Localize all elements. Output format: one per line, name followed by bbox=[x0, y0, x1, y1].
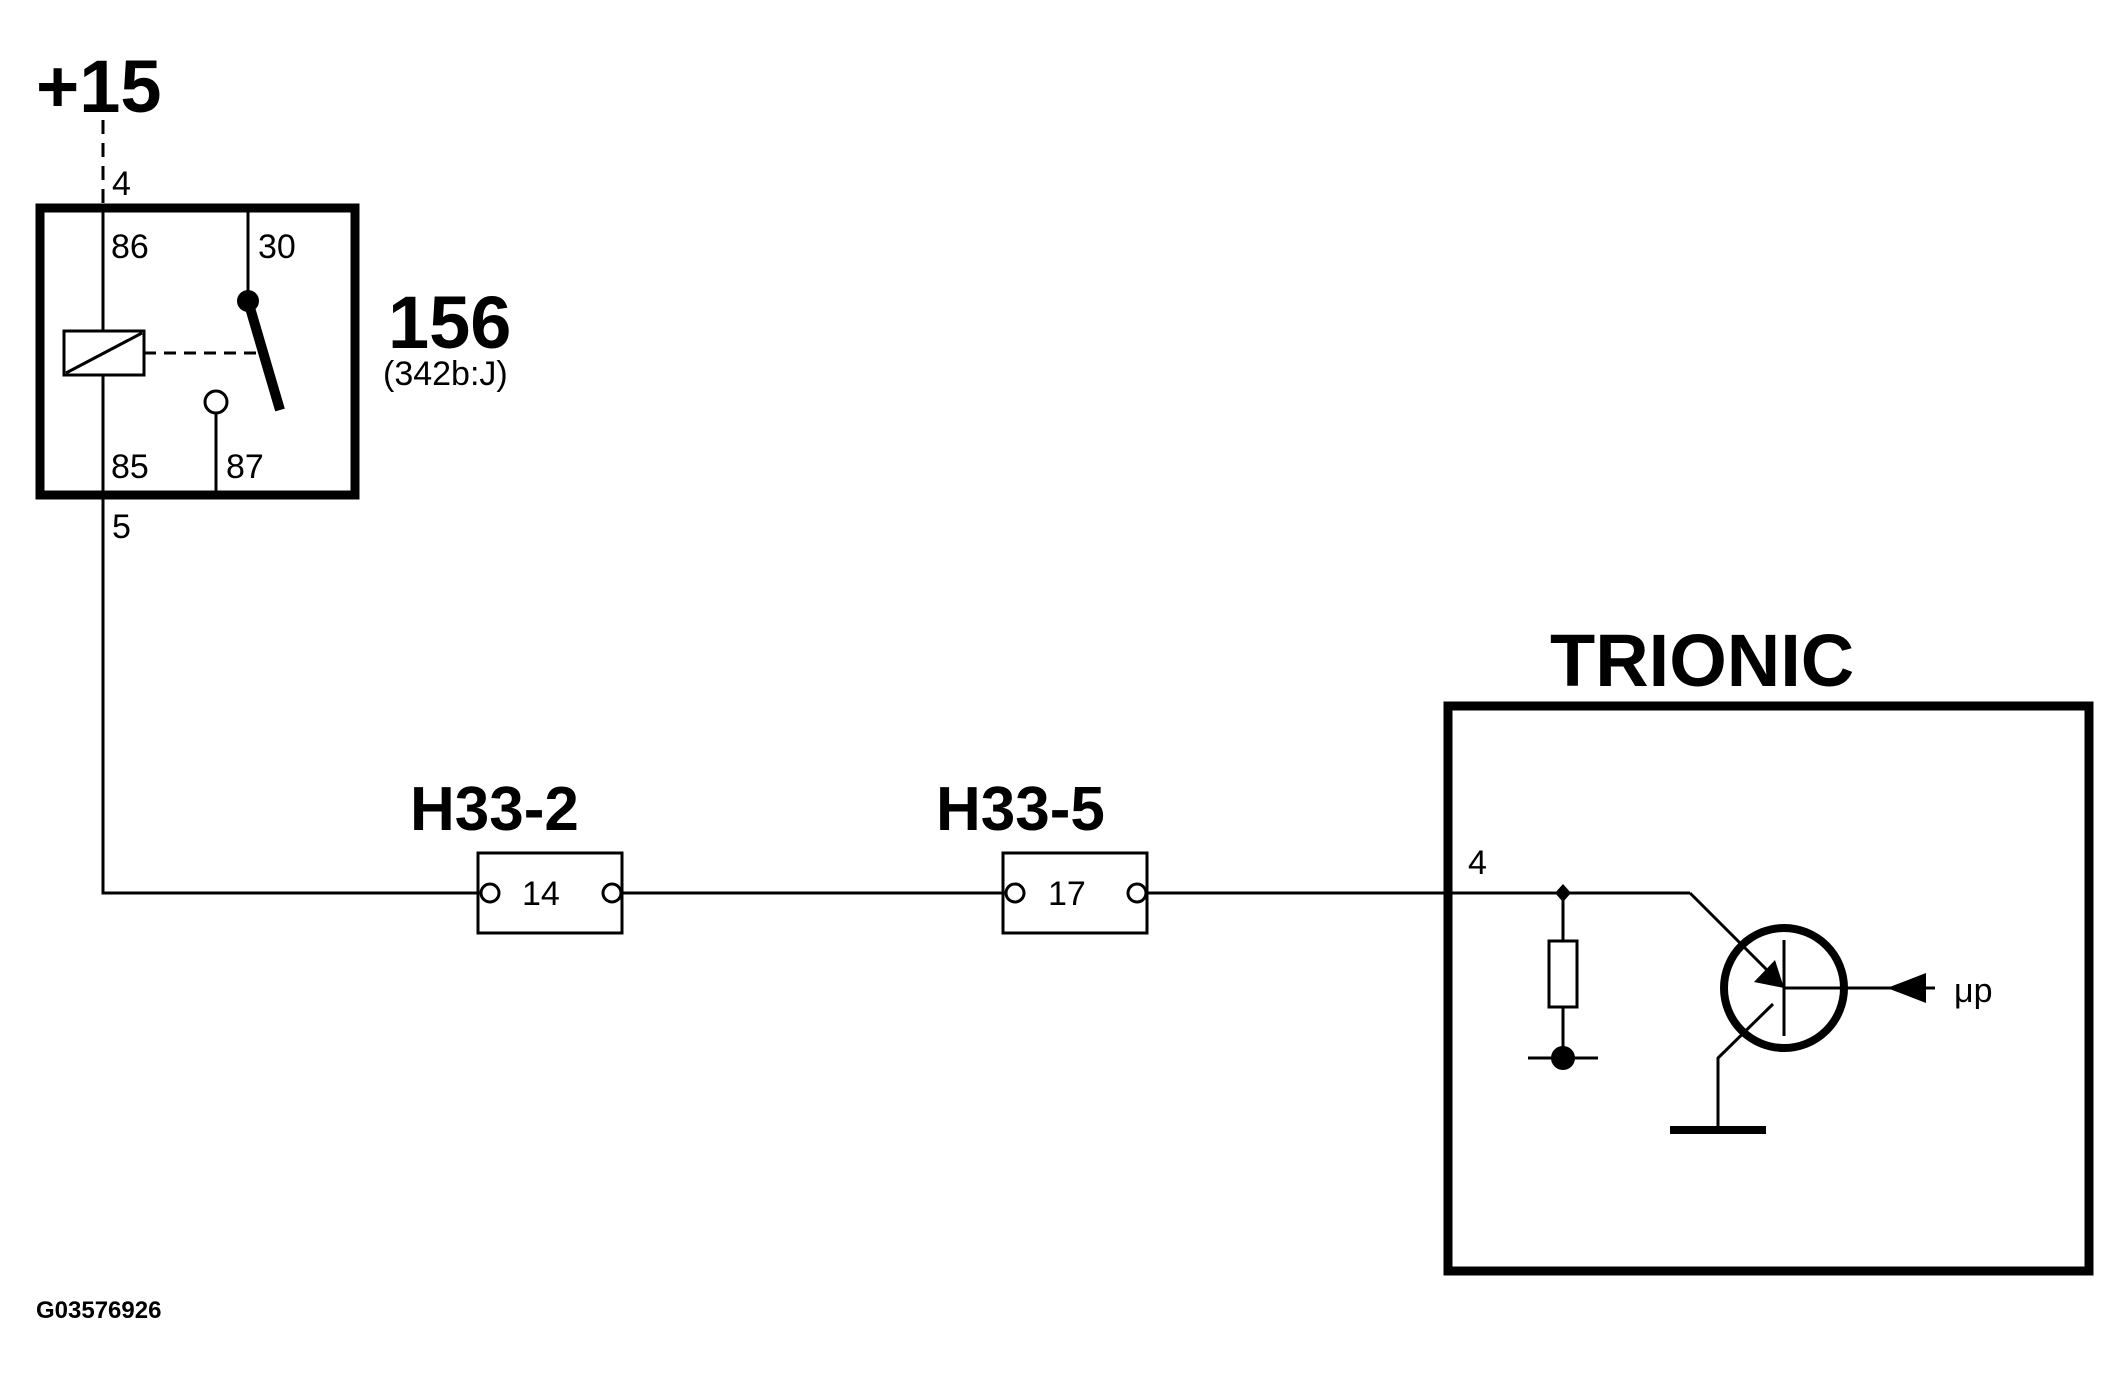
connector-h33-2-terminal-left bbox=[479, 882, 501, 904]
connector-h33-2-box bbox=[476, 851, 624, 935]
ecu-transistor-emitter-wire bbox=[1688, 891, 1774, 977]
relay-pin-85: 85 bbox=[111, 448, 149, 486]
ecu-name: TRIONIC bbox=[1550, 619, 1854, 702]
relay-id: 156 bbox=[388, 281, 511, 364]
relay-contact-87-terminal bbox=[203, 389, 229, 415]
relay-pin-5: 5 bbox=[112, 508, 131, 546]
relay-pin-4: 4 bbox=[112, 165, 131, 203]
main-wire-relay-to-h33-2 bbox=[101, 495, 478, 895]
relay-ref: (342b:J) bbox=[383, 355, 508, 393]
connector-h33-5-name: H33-5 bbox=[936, 775, 1105, 844]
connector-h33-5-terminal-left bbox=[1004, 882, 1026, 904]
supply-label: +15 bbox=[36, 45, 162, 128]
connector-h33-5-box bbox=[1001, 851, 1149, 935]
ecu-control-label: μp bbox=[1954, 972, 1993, 1010]
connector-h33-2-pin: 14 bbox=[522, 875, 560, 913]
ecu-transistor-arrow bbox=[1754, 960, 1784, 988]
relay-coil-diagonal bbox=[65, 331, 143, 375]
relay-pin-86: 86 bbox=[111, 228, 149, 266]
ecu-control-arrow bbox=[1887, 973, 1926, 1003]
ecu-trionic-box bbox=[1443, 701, 2094, 1276]
connector-h33-2-terminal-right bbox=[601, 882, 623, 904]
connector-h33-2-name: H33-2 bbox=[410, 775, 579, 844]
relay-pin-87: 87 bbox=[226, 448, 264, 486]
ecu-transistor-collector-wire bbox=[1716, 1002, 1775, 1130]
relay-pin-30: 30 bbox=[258, 228, 296, 266]
ecu-pin-4: 4 bbox=[1468, 844, 1487, 882]
connector-h33-5-terminal-right bbox=[1126, 882, 1148, 904]
relay-156-box bbox=[35, 203, 360, 500]
figure-code: G03576926 bbox=[36, 1297, 161, 1324]
relay-contact-arm bbox=[243, 299, 285, 412]
connector-h33-5-pin: 17 bbox=[1048, 875, 1086, 913]
ecu-resistor bbox=[1547, 939, 1579, 1009]
